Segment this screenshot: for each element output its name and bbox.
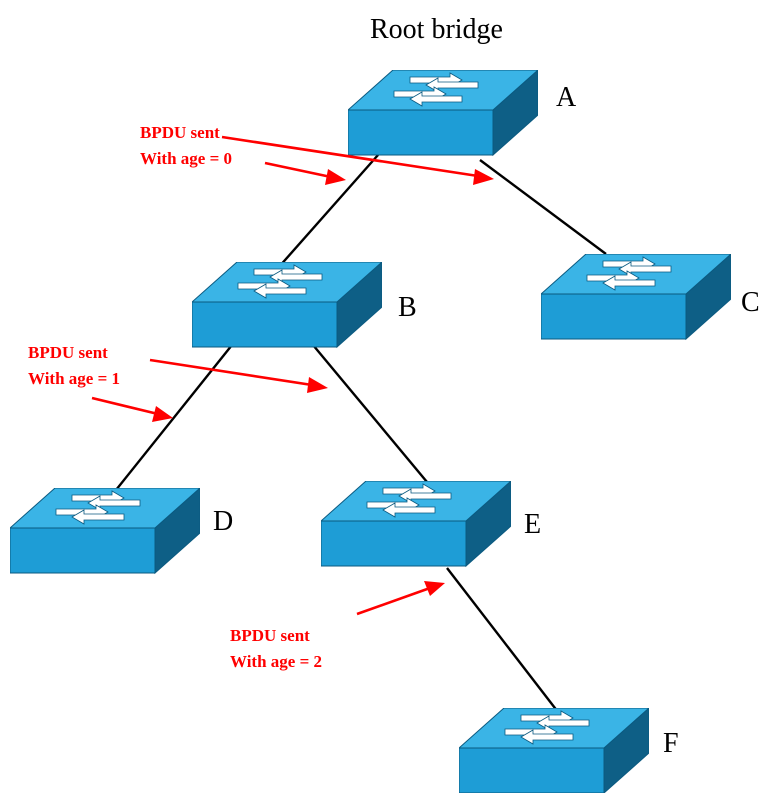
switch-e: E bbox=[321, 481, 541, 567]
network-switch-icon bbox=[321, 481, 511, 567]
switch-d: D bbox=[10, 488, 233, 574]
bpdu-arrow-icon bbox=[221, 135, 494, 185]
switch-f: F bbox=[459, 708, 679, 793]
switch-b: B bbox=[192, 262, 417, 348]
network-switch-icon bbox=[348, 70, 538, 156]
link-b-d bbox=[111, 344, 233, 496]
switch-label-a: A bbox=[556, 82, 577, 113]
link-a-c bbox=[479, 159, 607, 255]
bpdu-note-age-2: BPDU sent With age = 2 bbox=[230, 626, 322, 671]
switch-label-e: E bbox=[524, 509, 541, 540]
root-bridge-title: Root bridge bbox=[370, 14, 503, 45]
switch-label-f: F bbox=[663, 728, 679, 759]
bpdu-arrow-icon bbox=[264, 161, 346, 185]
bpdu-note-line2: With age = 1 bbox=[28, 369, 120, 388]
switch-c: C bbox=[541, 254, 760, 340]
network-switch-icon bbox=[192, 262, 382, 348]
network-switch-icon bbox=[541, 254, 731, 340]
network-switch-icon bbox=[10, 488, 200, 574]
switch-label-d: D bbox=[213, 506, 233, 537]
bpdu-arrow-icon bbox=[91, 396, 173, 422]
bpdu-note-line2: With age = 2 bbox=[230, 652, 322, 671]
bpdu-note-age-1: BPDU sent With age = 1 bbox=[28, 343, 120, 388]
switch-label-c: C bbox=[741, 287, 760, 318]
bpdu-note-line1: BPDU sent bbox=[230, 626, 310, 645]
bpdu-note-line1: BPDU sent bbox=[140, 123, 220, 142]
link-a-b bbox=[277, 154, 379, 269]
switch-label-b: B bbox=[398, 292, 417, 323]
bpdu-arrow-icon bbox=[149, 358, 328, 393]
network-switch-icon bbox=[459, 708, 649, 793]
bpdu-note-line2: With age = 0 bbox=[140, 149, 232, 168]
bpdu-note-line1: BPDU sent bbox=[28, 343, 108, 362]
switch-a: A bbox=[348, 70, 577, 156]
link-e-f bbox=[446, 567, 559, 713]
link-b-e bbox=[312, 344, 433, 489]
bpdu-note-age-0: BPDU sent With age = 0 bbox=[140, 123, 232, 168]
bpdu-arrow-icon bbox=[356, 581, 445, 616]
